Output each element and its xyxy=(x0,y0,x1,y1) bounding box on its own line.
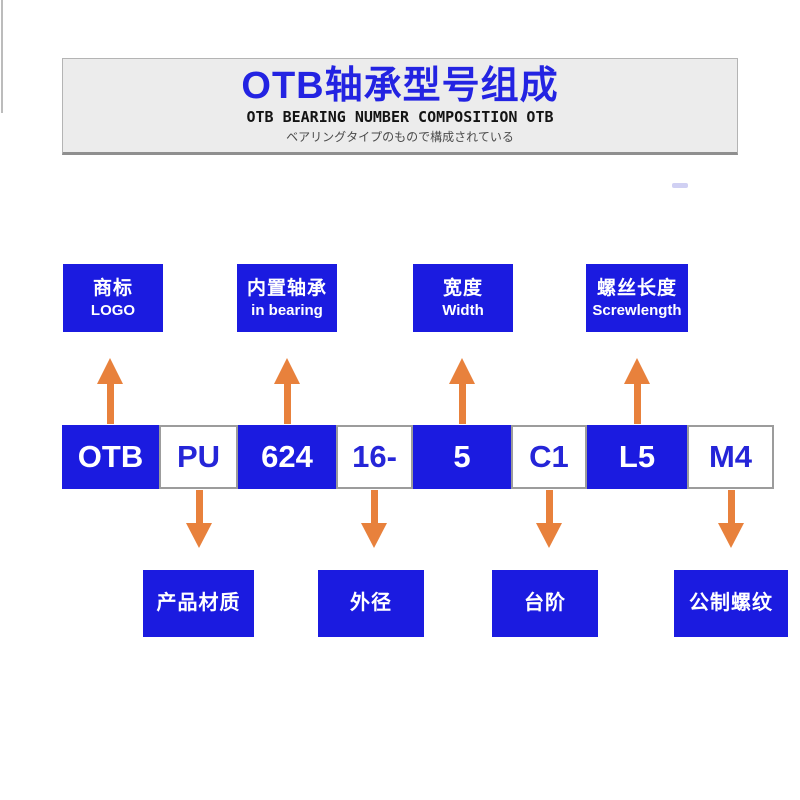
arrow-head xyxy=(718,523,744,548)
label-outer-diameter-zh: 外径 xyxy=(350,592,392,614)
left-edge-line xyxy=(1,0,3,113)
arrow-head xyxy=(624,358,650,384)
label-metric-thread: 公制螺纹 xyxy=(674,570,788,637)
arrow-head xyxy=(97,358,123,384)
down-arrow-icon xyxy=(361,490,387,548)
up-arrow-icon xyxy=(624,358,650,424)
label-metric-thread-zh: 公制螺纹 xyxy=(689,592,773,614)
arrow-stem xyxy=(106,384,114,424)
arrow-stem xyxy=(545,490,553,523)
arrow-stem xyxy=(283,384,291,424)
arrow-head xyxy=(186,523,212,548)
label-in-bearing-zh: 内置轴承 xyxy=(246,277,327,299)
down-arrow-icon xyxy=(718,490,744,548)
code-segment-material: PU xyxy=(159,425,238,489)
page-subtitle-en: OTB BEARING NUMBER COMPOSITION OTB xyxy=(246,108,554,126)
arrow-stem xyxy=(195,490,203,523)
label-logo-en: LOGO xyxy=(90,301,136,319)
code-row: OTB PU 624 16- 5 C1 L5 M4 xyxy=(62,425,774,489)
label-step: 台阶 xyxy=(492,570,598,637)
label-screw-length-en: Screwlength xyxy=(592,301,682,319)
code-segment-otb: OTB xyxy=(62,425,159,489)
label-product-material-zh: 产品材质 xyxy=(156,592,241,614)
label-step-zh: 台阶 xyxy=(524,592,566,614)
label-screw-length-zh: 螺丝长度 xyxy=(596,277,677,299)
label-in-bearing-en: in bearing xyxy=(251,301,323,319)
label-width-en: Width xyxy=(442,301,484,319)
label-width-zh: 宽度 xyxy=(442,277,483,299)
arrow-stem xyxy=(633,384,641,424)
arrow-stem xyxy=(370,490,378,523)
arrow-head xyxy=(361,523,387,548)
code-segment-width: 5 xyxy=(413,425,511,489)
page-subtitle-jp: ベアリングタイプのもので構成されている xyxy=(286,130,514,144)
code-segment-step: C1 xyxy=(511,425,587,489)
up-arrow-icon xyxy=(97,358,123,424)
code-segment-screw-length: L5 xyxy=(587,425,687,489)
arrow-head xyxy=(449,358,475,384)
up-arrow-icon xyxy=(274,358,300,424)
code-segment-thread: M4 xyxy=(687,425,774,489)
label-logo-zh: 商标 xyxy=(92,277,133,299)
up-arrow-icon xyxy=(449,358,475,424)
label-logo: 商标 LOGO xyxy=(63,264,163,332)
down-arrow-icon xyxy=(186,490,212,548)
label-width: 宽度 Width xyxy=(413,264,513,332)
label-outer-diameter: 外径 xyxy=(318,570,424,637)
code-segment-outer-diameter: 16- xyxy=(336,425,413,489)
arrow-stem xyxy=(458,384,466,424)
watermark-smudge xyxy=(672,183,688,188)
down-arrow-icon xyxy=(536,490,562,548)
arrow-head xyxy=(536,523,562,548)
label-screw-length: 螺丝长度 Screwlength xyxy=(586,264,688,332)
label-product-material: 产品材质 xyxy=(143,570,254,637)
arrow-head xyxy=(274,358,300,384)
label-in-bearing: 内置轴承 in bearing xyxy=(237,264,337,332)
header-panel: OTB轴承型号组成 OTB BEARING NUMBER COMPOSITION… xyxy=(62,58,738,155)
code-segment-bearing: 624 xyxy=(238,425,336,489)
page-title: OTB轴承型号组成 xyxy=(241,65,559,107)
arrow-stem xyxy=(727,490,735,523)
